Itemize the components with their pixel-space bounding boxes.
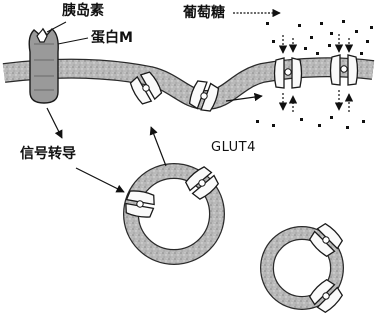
glucose-label: 葡萄糖 [183, 5, 225, 21]
vesicle-2 [267, 221, 345, 314]
glut4-label: GLUT4 [211, 140, 256, 156]
insulin-label: 胰岛素 [62, 3, 104, 19]
vesicle-1 [124, 164, 221, 257]
signal-transduction-label: 信号转导 [20, 146, 76, 162]
protein-m-label: 蛋白M [91, 30, 133, 46]
protein-m-receptor [29, 29, 58, 103]
